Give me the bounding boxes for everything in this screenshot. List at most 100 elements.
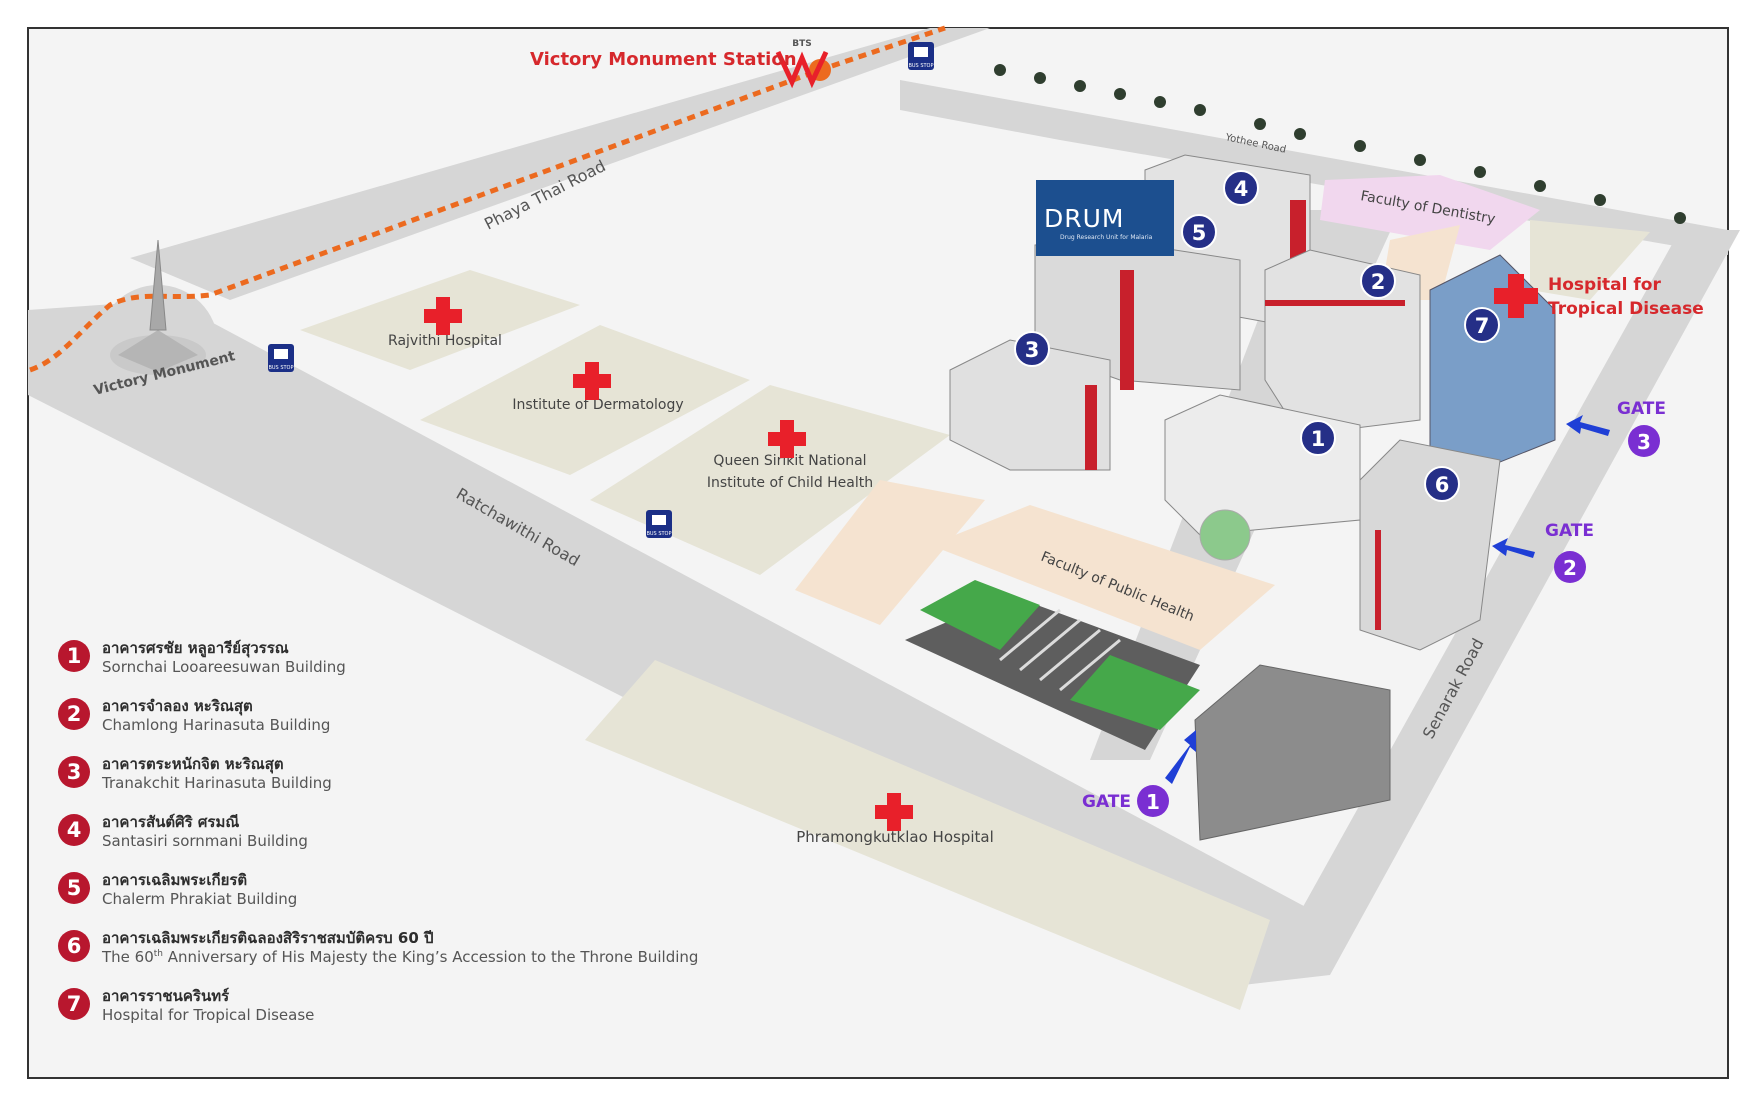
svg-text:4: 4 — [1234, 177, 1249, 201]
building-2 — [1264, 249, 1421, 436]
legend-en-suffix: Anniversary of His Majesty the King’s Ac… — [163, 948, 699, 966]
svg-text:1: 1 — [1146, 790, 1160, 814]
tropical-hospital-cross-icon — [1494, 274, 1538, 318]
legend-item: 3 อาคารตระหนักจิต หะริณสุต Tranakchit Ha… — [58, 752, 778, 810]
phramongkutklao-label: Phramongkutklao Hospital — [796, 828, 994, 846]
gate-1-arrow-icon — [1165, 730, 1196, 784]
victory-monument-icon — [110, 239, 206, 375]
hospital-tropical-label-line1: Hospital for — [1548, 275, 1661, 295]
svg-text:BUS STOP: BUS STOP — [268, 365, 293, 371]
svg-text:3: 3 — [1637, 430, 1651, 454]
dermatology-cross-icon — [573, 362, 611, 400]
drum-logo: DRUM Drug Research Unit for Malaria — [1036, 180, 1174, 256]
building-3 — [949, 339, 1111, 471]
dermatology-label: Institute of Dermatology — [512, 397, 683, 413]
gate-3-arrow-icon — [1566, 415, 1610, 436]
gate-2-arrow-icon — [1492, 538, 1535, 558]
svg-text:GATE: GATE — [1545, 521, 1594, 541]
parking-stripes — [999, 608, 1121, 692]
legend-english-name: Chamlong Harinasuta Building — [102, 716, 331, 734]
trees-yothee-road — [994, 64, 1686, 224]
legend-number: 4 — [58, 814, 90, 846]
building-marker-6[interactable]: 6 — [1424, 466, 1460, 502]
bts-logo-icon: BTS — [775, 39, 829, 89]
legend-number: 5 — [58, 872, 90, 904]
legend-item: 2 อาคารจำลอง หะริณสุต Chamlong Harinasut… — [58, 694, 778, 752]
building-marker-5[interactable]: 5 — [1181, 214, 1217, 250]
rajvithi-hospital-label: Rajvithi Hospital — [388, 333, 502, 349]
legend-thai-name: อาคารเฉลิมพระเกียรติ — [102, 871, 248, 889]
legend-item: 5 อาคารเฉลิมพระเกียรติ Chalerm Phrakiat … — [58, 868, 778, 926]
building-legend: 1 อาคารศรชัย หลูอารีย์สุวรรณ Sornchai Lo… — [58, 636, 778, 1042]
legend-english-name: The 60th Anniversary of His Majesty the … — [102, 948, 698, 966]
tan-block-west — [795, 480, 985, 625]
legend-thai-name: อาคารเฉลิมพระเกียรติฉลองสิริราชสมบัติครบ… — [102, 929, 434, 947]
green-lawn-1 — [920, 580, 1040, 650]
green-lawn-2 — [1070, 655, 1200, 730]
legend-thai-name: อาคารศรชัย หลูอารีย์สุวรรณ — [102, 639, 289, 657]
svg-text:6: 6 — [1435, 473, 1450, 497]
gate-1-building — [1194, 664, 1391, 841]
legend-en-superscript: th — [153, 949, 163, 959]
svg-text:5: 5 — [1192, 221, 1207, 245]
legend-english-name: Tranakchit Harinasuta Building — [102, 774, 332, 792]
gate-2[interactable]: GATE 2 — [1492, 521, 1594, 583]
drum-logo-subtitle: Drug Research Unit for Malaria — [1060, 234, 1153, 241]
legend-thai-name: อาคารจำลอง หะริณสุต — [102, 697, 253, 715]
legend-english-name: Chalerm Phrakiat Building — [102, 890, 298, 908]
svg-text:GATE: GATE — [1082, 792, 1131, 812]
legend-number: 2 — [58, 698, 90, 730]
legend-thai-name: อาคารราชนครินทร์ — [102, 987, 230, 1005]
child-health-label-line1: Queen Sirikit National — [713, 453, 866, 469]
gate-3[interactable]: GATE 3 — [1566, 399, 1666, 457]
public-health-block — [930, 505, 1275, 650]
svg-text:3: 3 — [1025, 338, 1040, 362]
svg-text:2: 2 — [1371, 270, 1386, 294]
svg-text:BUS STOP: BUS STOP — [646, 531, 671, 537]
building-marker-3[interactable]: 3 — [1014, 331, 1050, 367]
svg-text:1: 1 — [1311, 427, 1326, 451]
building-marker-4[interactable]: 4 — [1223, 170, 1259, 206]
tan-block-far-east — [1530, 220, 1650, 300]
legend-number: 6 — [58, 930, 90, 962]
bts-route-line — [29, 25, 946, 373]
legend-thai-name: อาคารตระหนักจิต หะริณสุต — [102, 755, 284, 773]
legend-english-name: Santasiri sornmani Building — [102, 832, 308, 850]
station-label: Victory Monument Station — [530, 49, 797, 70]
phramongkutklao-cross-icon — [875, 793, 913, 831]
phramongkutklao-block — [585, 660, 1270, 1010]
child-health-block — [590, 385, 950, 575]
legend-number: 3 — [58, 756, 90, 788]
building-marker-2[interactable]: 2 — [1360, 263, 1396, 299]
gate-1[interactable]: GATE 1 — [1082, 730, 1196, 817]
palm-roundabout — [1199, 509, 1251, 561]
legend-item: 7 อาคารราชนครินทร์ Hospital for Tropical… — [58, 984, 778, 1042]
svg-text:GATE: GATE — [1617, 399, 1666, 419]
bus-stop-icon: BUS STOP — [268, 344, 294, 372]
building-6 — [1359, 439, 1501, 651]
dentistry-block — [1320, 175, 1540, 250]
legend-number: 7 — [58, 988, 90, 1020]
building-marker-7[interactable]: 7 — [1464, 307, 1500, 343]
svg-text:BTS: BTS — [792, 39, 811, 49]
child-health-label-line2: Institute of Child Health — [707, 475, 873, 491]
building-markers: 1 2 3 4 5 6 7 — [1014, 170, 1500, 502]
bus-stop-icon: BUS STOP — [646, 510, 672, 538]
rajvithi-cross-icon — [424, 297, 462, 335]
svg-text:2: 2 — [1563, 556, 1577, 580]
legend-item: 1 อาคารศรชัย หลูอารีย์สุวรรณ Sornchai Lo… — [58, 636, 778, 694]
drum-logo-title: DRUM — [1044, 204, 1125, 233]
legend-item: 6 อาคารเฉลิมพระเกียรติฉลองสิริราชสมบัติค… — [58, 926, 778, 984]
bus-stop-icon: BUS STOP — [908, 42, 934, 70]
legend-item: 4 อาคารสันต์ศิริ ศรมณี Santasiri sornman… — [58, 810, 778, 868]
hospital-tropical-label-line2: Tropical Disease — [1548, 299, 1704, 319]
legend-en-prefix: The 60 — [102, 948, 154, 966]
child-health-cross-icon — [768, 420, 806, 458]
svg-text:7: 7 — [1475, 314, 1490, 338]
legend-english-name: Sornchai Looareesuwan Building — [102, 658, 346, 676]
legend-thai-name: อาคารสันต์ศิริ ศรมณี — [102, 813, 240, 831]
building-marker-1[interactable]: 1 — [1300, 420, 1336, 456]
legend-english-name: Hospital for Tropical Disease — [102, 1006, 315, 1024]
svg-text:BUS STOP: BUS STOP — [908, 63, 933, 69]
